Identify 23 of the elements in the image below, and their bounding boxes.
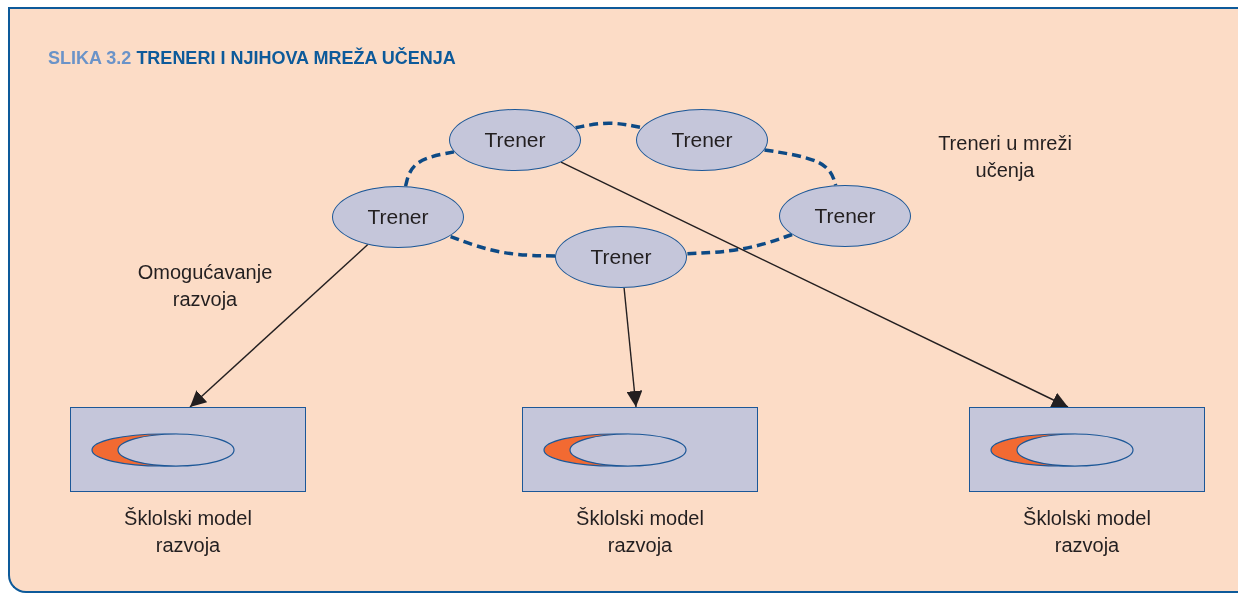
- model-box: [70, 407, 306, 492]
- node-caption: Šklolski model razvoja: [575, 506, 705, 558]
- model-box: [522, 407, 758, 492]
- figure-number: SLIKA 3.2: [48, 48, 132, 68]
- node-label: Trener: [484, 128, 546, 152]
- node-label: Trener: [671, 128, 733, 152]
- figure-title: TRENERI I NJIHOVA MREŽA UČENJA: [136, 48, 456, 68]
- node-label: Trener: [590, 245, 652, 269]
- model-box: [969, 407, 1205, 492]
- arrow: [623, 287, 643, 408]
- node-caption: Šklolski model razvoja: [1022, 506, 1152, 558]
- arrow: [560, 161, 1069, 408]
- dashed-connector: [403, 150, 455, 187]
- node-label: Trener: [367, 205, 429, 229]
- annotation-text: Omogućavanje razvoja: [136, 260, 274, 312]
- dashed-connector: [575, 121, 642, 130]
- arrow: [189, 243, 369, 408]
- dashed-connector: [764, 148, 838, 186]
- annotation-text: Treneri u mreži učenja: [937, 131, 1073, 183]
- dashed-connector: [449, 234, 556, 258]
- node-caption: Šklolski model razvoja: [123, 506, 253, 558]
- node-label: Trener: [814, 204, 876, 228]
- dashed-connector: [686, 232, 793, 256]
